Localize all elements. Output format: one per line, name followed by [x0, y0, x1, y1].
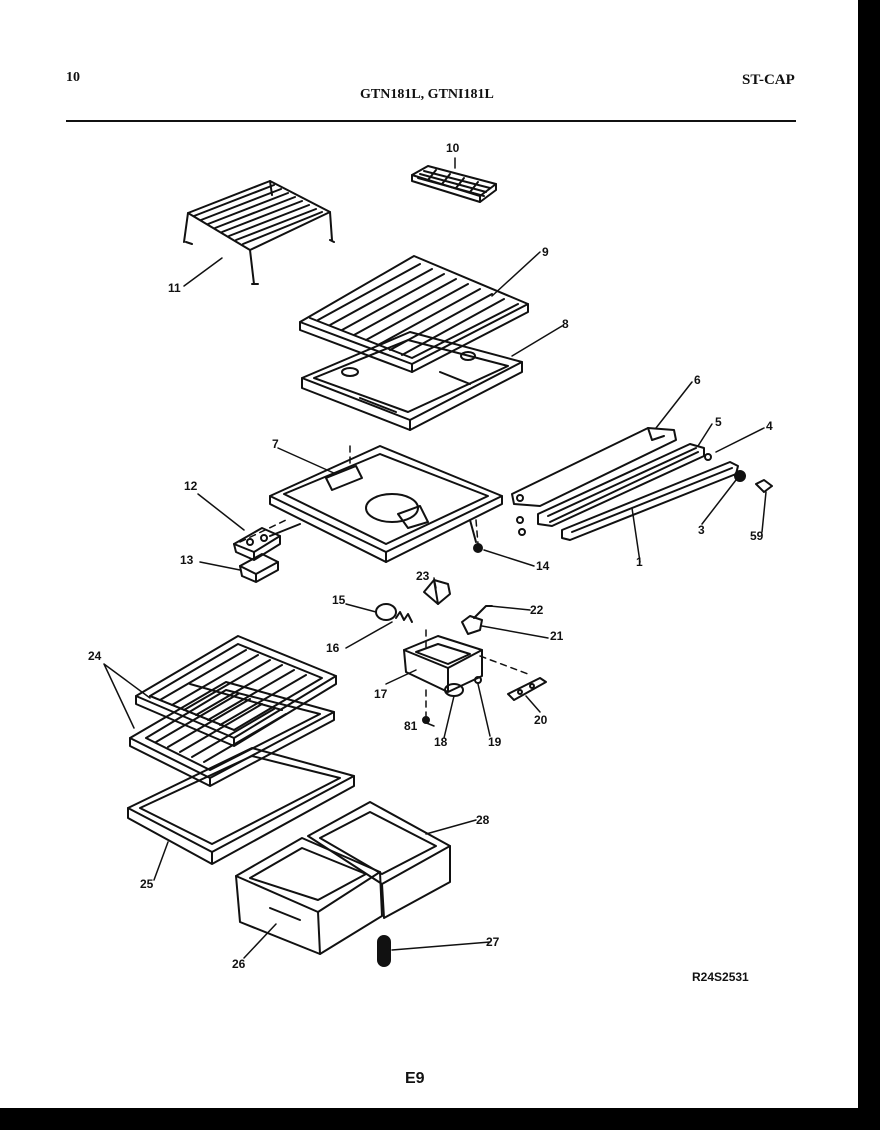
callout-21: 21 [550, 629, 564, 643]
callout-9: 9 [542, 245, 549, 259]
callout-18: 18 [434, 735, 448, 749]
part-7-crisper-cover [269, 445, 503, 563]
part-10-vent-grille [411, 165, 497, 203]
callout-27: 27 [486, 935, 500, 949]
model-title: GTN181L, GTNI181L [360, 87, 494, 102]
header-rule [66, 120, 796, 122]
callout-19: 19 [488, 735, 502, 749]
part-26-crisper-drawer [235, 837, 383, 955]
part-27-rod [377, 935, 391, 967]
part-6-rail [511, 427, 677, 507]
assembly-lines [239, 445, 529, 717]
callout-26: 26 [232, 957, 246, 971]
callout-5: 5 [715, 415, 722, 429]
part-24-shelf-upper [135, 635, 337, 747]
callout-16: 16 [326, 641, 340, 655]
callout-12: 12 [184, 479, 198, 493]
part-28-crisper-drawer [307, 801, 451, 919]
page-number: 10 [66, 70, 80, 85]
callout-20: 20 [534, 713, 548, 727]
leader-lines [103, 157, 767, 959]
callout-labels: 10 9 11 8 6 7 5 4 12 3 13 59 1 14 23 15 … [88, 141, 773, 971]
callout-24: 24 [88, 649, 102, 663]
callout-13: 13 [180, 553, 194, 567]
part-12-bracket [233, 527, 281, 561]
part-8-shelf-frame [301, 331, 523, 431]
part-20-bracket [507, 677, 547, 701]
part-24-shelf-lower [129, 681, 335, 787]
part-21-22-sensor [461, 605, 493, 635]
part-25-crisper-frame [127, 747, 355, 865]
part-11-wire-shelf [183, 180, 335, 285]
reference-code: R24S2531 [692, 970, 749, 984]
scan-border-right [858, 0, 880, 1130]
callout-8: 8 [562, 317, 569, 331]
page-code: E9 [405, 1070, 425, 1087]
callout-7: 7 [272, 437, 279, 451]
callout-1: 1 [636, 555, 643, 569]
parts-sheet: 10 GTN181L, GTNI181L ST-CAP [0, 0, 858, 1108]
exploded-parts-diagram: 10 9 11 8 6 7 5 4 12 3 13 59 1 14 23 15 … [88, 141, 773, 971]
part-16-spring [395, 611, 413, 623]
part-4-3-59-fasteners [473, 453, 773, 553]
part-5-rail [516, 443, 705, 536]
callout-4: 4 [766, 419, 773, 433]
control-housing [403, 635, 483, 693]
part-13-bracket [239, 553, 279, 583]
callout-23: 23 [416, 569, 430, 583]
callout-25: 25 [140, 877, 154, 891]
callout-3: 3 [698, 523, 705, 537]
callout-10: 10 [446, 141, 460, 155]
callout-14: 14 [536, 559, 550, 573]
section-code: ST-CAP [742, 72, 795, 88]
scan-border-bottom [0, 1108, 880, 1130]
callout-11: 11 [168, 281, 181, 295]
part-15-knob [375, 603, 397, 621]
callout-22: 22 [530, 603, 544, 617]
callout-59: 59 [750, 529, 764, 543]
part-23-knob [423, 579, 451, 605]
callout-28: 28 [476, 813, 490, 827]
callout-17: 17 [374, 687, 388, 701]
callout-81: 81 [404, 719, 418, 733]
callout-6: 6 [694, 373, 701, 387]
callout-15: 15 [332, 593, 346, 607]
